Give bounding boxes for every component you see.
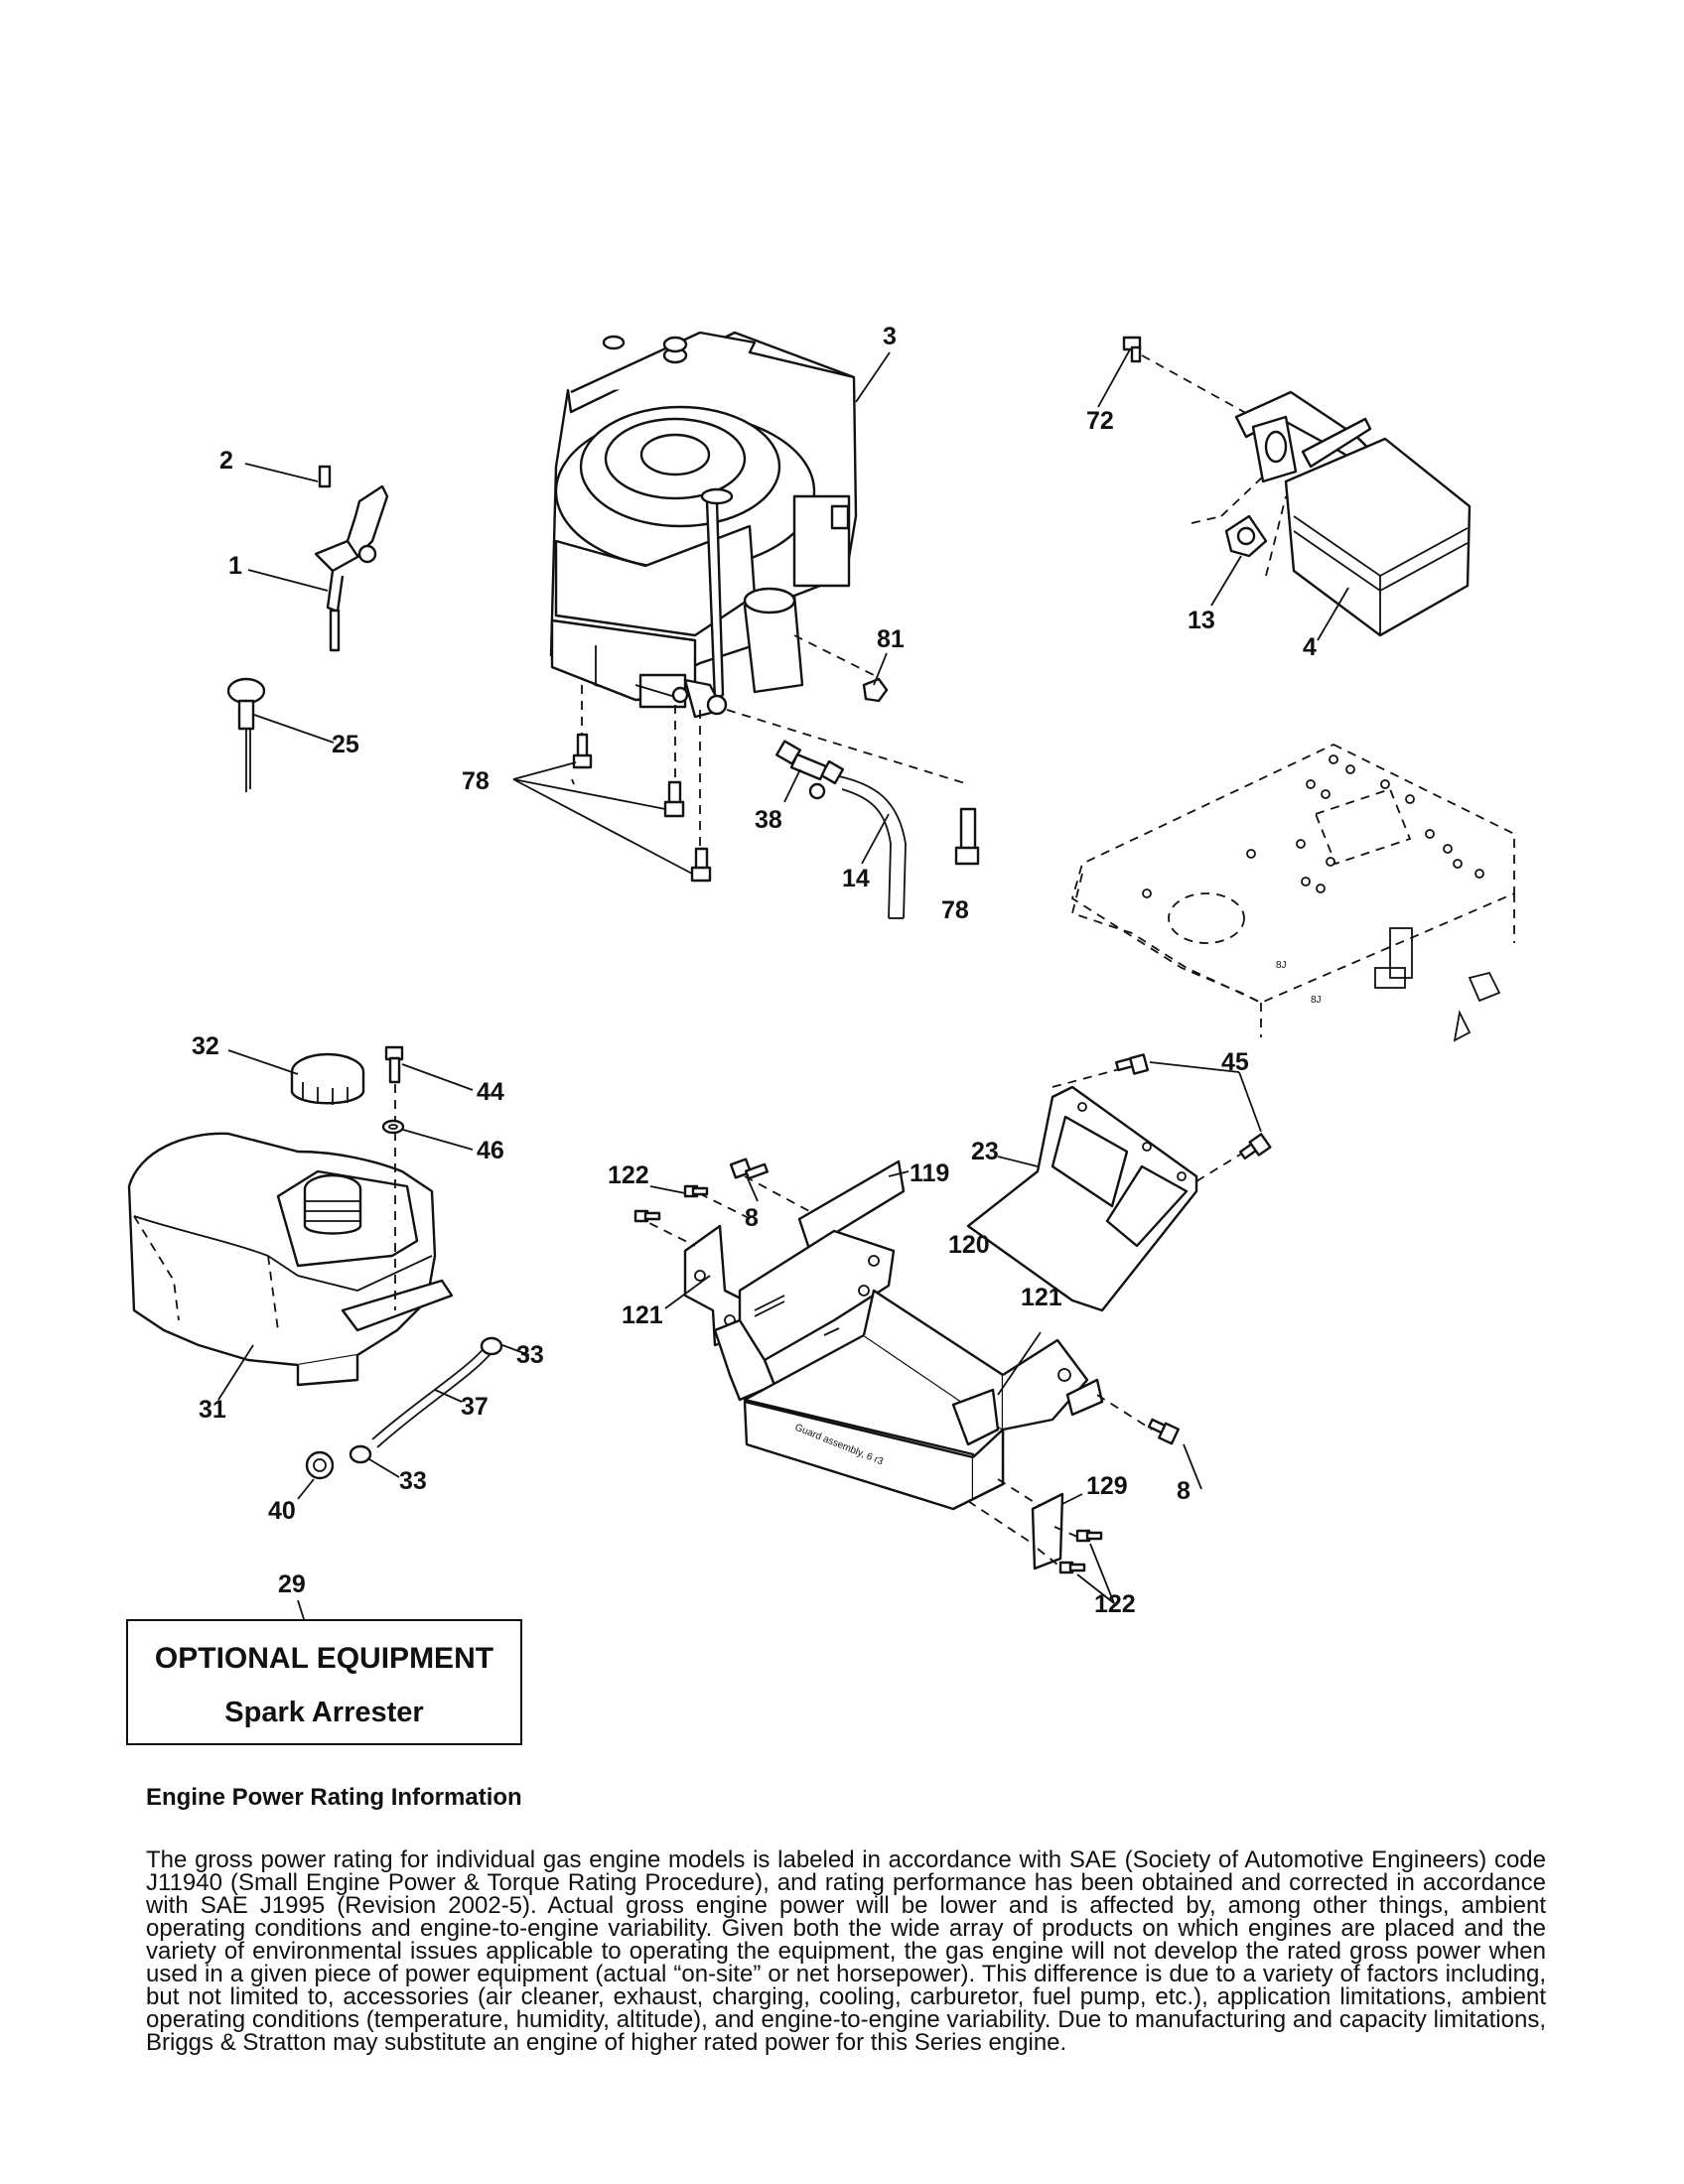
callout-23: 23	[971, 1138, 999, 1165]
callout-31: 31	[199, 1396, 226, 1424]
frame-holes	[1142, 754, 1484, 898]
optional-equipment-box: OPTIONAL EQUIPMENT Spark Arrester	[126, 1619, 522, 1745]
callout-29: 29	[278, 1570, 306, 1598]
svg-text:8J: 8J	[1276, 960, 1287, 971]
callout-46: 46	[477, 1137, 504, 1164]
callout-72: 72	[1086, 407, 1114, 435]
optional-equipment-title: OPTIONAL EQUIPMENT	[154, 1642, 494, 1675]
washer-46	[381, 1119, 405, 1135]
choke-knob	[226, 677, 266, 792]
bolt-122-a	[683, 1184, 709, 1198]
guard-tray-120	[743, 1289, 1104, 1501]
optional-equipment-item: Spark Arrester	[224, 1697, 424, 1728]
fuel-hose-14	[838, 775, 907, 919]
callout-1: 1	[228, 552, 242, 580]
fuel-line-37	[371, 1344, 494, 1448]
callout-121-right: 121	[1021, 1284, 1062, 1311]
guard-assembly-front: Guard assembly, 6 r3	[743, 1400, 1005, 1511]
bolt-8-b	[1147, 1418, 1180, 1445]
bushing-40	[305, 1450, 335, 1480]
callout-8-right: 8	[1177, 1477, 1191, 1505]
callout-119: 119	[910, 1160, 949, 1187]
bolt-72	[1122, 336, 1142, 363]
guard-panel-119	[797, 1160, 906, 1251]
bolt-78-a	[572, 733, 593, 769]
callout-122-bottom: 122	[1094, 1590, 1136, 1618]
bolt-122-b	[633, 1209, 661, 1223]
bracket-121-right	[951, 1388, 1000, 1446]
callout-33-top: 33	[516, 1341, 544, 1369]
clamp-33-b	[349, 1444, 372, 1464]
callout-2: 2	[219, 447, 233, 475]
callout-129: 129	[1086, 1472, 1128, 1500]
clamp-38	[775, 740, 845, 800]
engine	[549, 331, 858, 719]
callout-14: 14	[842, 865, 870, 892]
callout-25: 25	[332, 731, 359, 758]
bolt-45-b	[1238, 1133, 1272, 1160]
svg-text:8J: 8J	[1311, 995, 1322, 1006]
chassis-frame: 8J 8J	[1070, 744, 1515, 1042]
info-heading: Engine Power Rating Information	[146, 1784, 522, 1811]
callout-37: 37	[461, 1393, 489, 1421]
bolt-44	[384, 1045, 404, 1084]
bolt-45-a	[1115, 1053, 1150, 1075]
callout-44: 44	[477, 1078, 504, 1106]
callout-78-left: 78	[462, 767, 490, 795]
callout-13: 13	[1188, 607, 1215, 634]
guard-bracket	[713, 1229, 896, 1402]
fuel-cap-32	[290, 1052, 365, 1105]
callout-121-left: 121	[622, 1301, 663, 1329]
callout-120: 120	[948, 1231, 990, 1259]
callout-4: 4	[1303, 633, 1317, 661]
callout-122-top: 122	[608, 1161, 649, 1189]
heat-shield-23	[966, 1085, 1198, 1312]
info-body: The gross power rating for individual ga…	[146, 1846, 1546, 2056]
bolt-78-b	[663, 780, 685, 818]
callout-38: 38	[755, 806, 782, 834]
muffler	[1234, 390, 1472, 637]
callout-78-right: 78	[941, 896, 969, 924]
fuel-tank	[127, 1132, 454, 1387]
callout-81: 81	[877, 625, 905, 653]
bracket-129	[1031, 1492, 1064, 1570]
callout-45: 45	[1221, 1048, 1249, 1076]
bolt-122-c	[1075, 1529, 1103, 1543]
gasket-13	[1224, 514, 1268, 558]
bolt-78-d	[954, 807, 980, 866]
callout-40: 40	[268, 1497, 296, 1525]
callout-8-top: 8	[745, 1204, 759, 1232]
bolt-78-c	[690, 847, 712, 883]
bolt-8-a	[729, 1158, 769, 1180]
clamp-33-a	[480, 1336, 503, 1356]
callout-32: 32	[192, 1032, 219, 1060]
callout-33-bottom: 33	[399, 1467, 427, 1495]
throttle-control	[314, 465, 389, 652]
callout-3: 3	[883, 323, 897, 350]
bolt-122-d	[1058, 1561, 1086, 1574]
